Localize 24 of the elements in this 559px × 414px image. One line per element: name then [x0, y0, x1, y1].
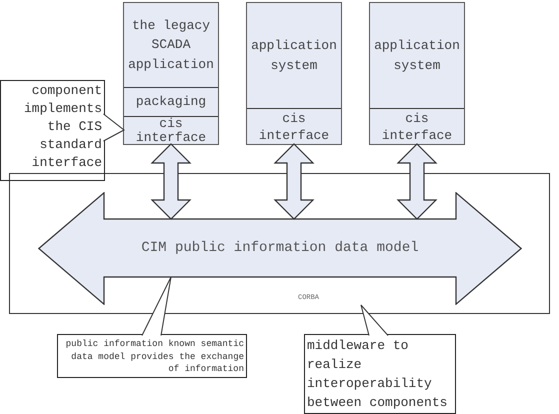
application-box	[369, 2, 465, 145]
box-title: application system	[250, 37, 338, 74]
callout-text: middleware to realize interoperability between components	[306, 337, 448, 412]
block-arrow	[150, 143, 192, 220]
callout-box	[0, 80, 105, 181]
section-label: cis interface	[134, 117, 208, 144]
section-label: cis interface	[380, 110, 454, 144]
box-section	[124, 116, 218, 144]
callout-pointer	[142, 276, 172, 336]
callout-pointer	[103, 114, 125, 142]
callout-text: component implements the CIS standard interface	[22, 82, 103, 172]
section-label: cis interface	[258, 110, 330, 144]
block-arrow	[274, 143, 314, 220]
callout-text: public information known semantic data model provides the exchange of information	[64, 338, 245, 376]
box-title: application system	[373, 37, 461, 74]
callout-pointer	[360, 304, 388, 336]
callout-box	[57, 334, 247, 378]
box-title: the legacy SCADA application	[127, 16, 215, 74]
block-arrow	[396, 143, 438, 220]
section-label: packaging	[136, 94, 206, 110]
arrow-label: CIM public information data model	[141, 239, 419, 257]
middleware-frame	[9, 173, 550, 314]
application-box	[123, 2, 219, 145]
application-box	[246, 2, 342, 145]
